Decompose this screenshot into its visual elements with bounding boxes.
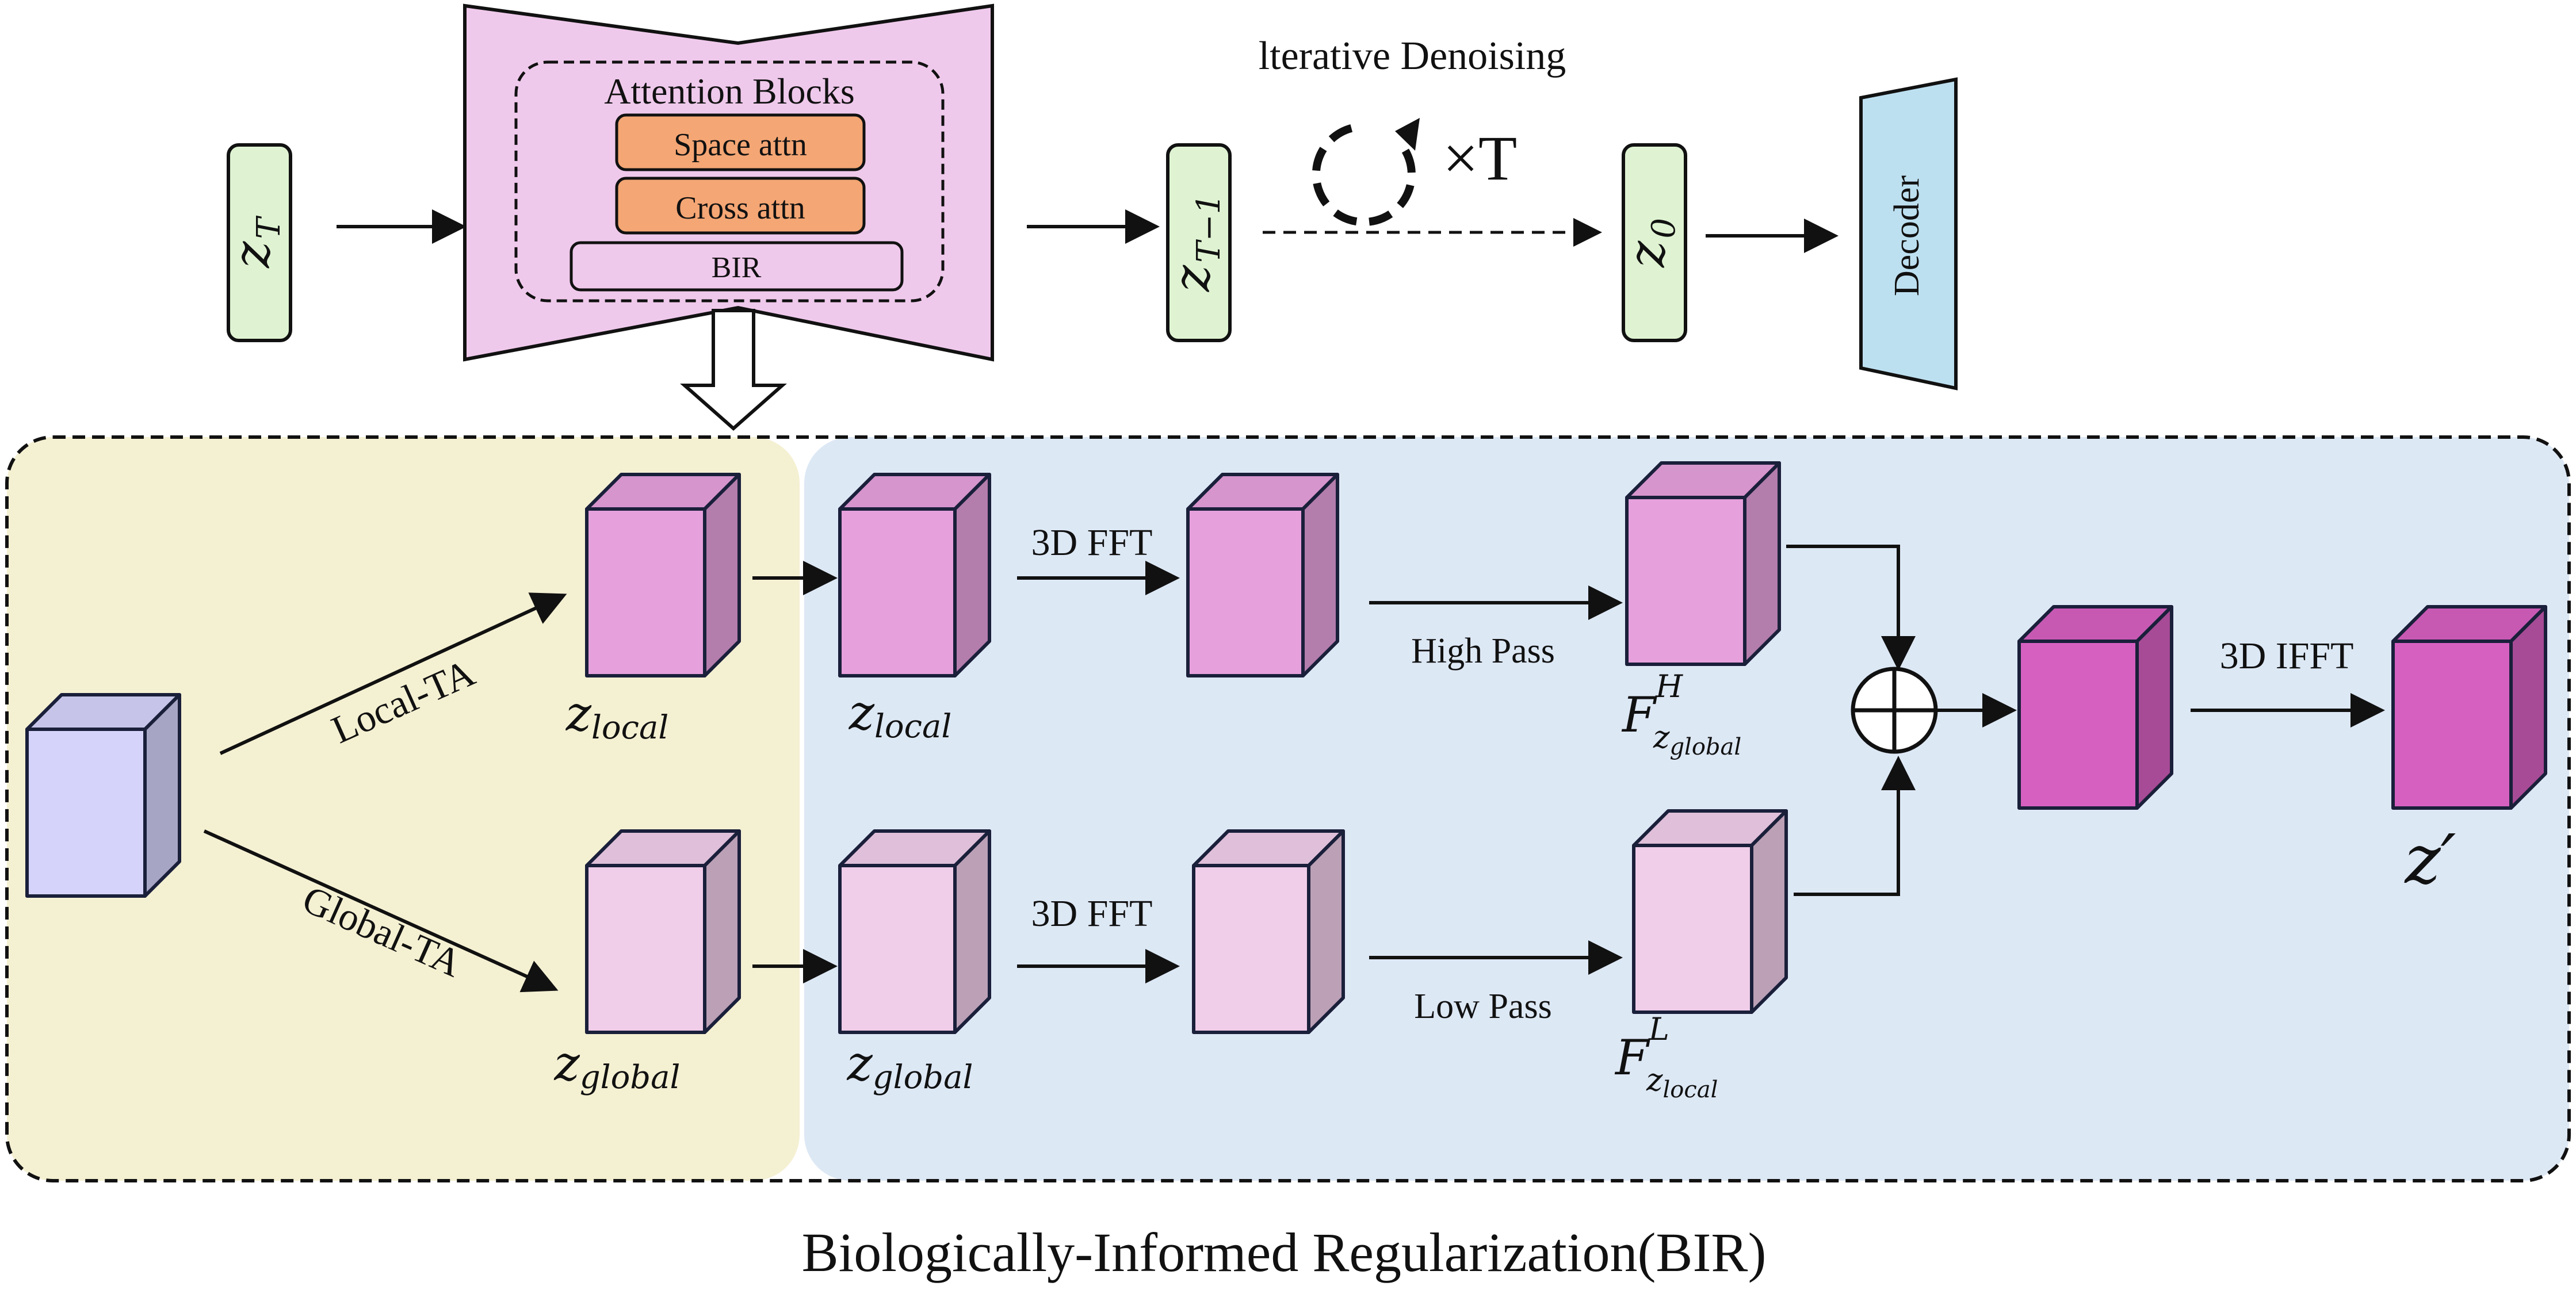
cube-sum-front-face bbox=[2017, 640, 2139, 810]
cube-fft-low-front-face bbox=[1192, 864, 1310, 1034]
cube-f-low-local-front-face bbox=[1632, 844, 1753, 1014]
cube-z-global-a-front-face bbox=[585, 864, 706, 1034]
cube-fft-low-side-face bbox=[1307, 829, 1345, 1034]
low-pass-label: Low Pass bbox=[1414, 987, 1551, 1026]
ifft-label: 3D IFFT bbox=[2220, 635, 2354, 677]
svg-text:L: L bbox=[1648, 1011, 1669, 1047]
loop-icon bbox=[1312, 118, 1420, 227]
bir-box bbox=[570, 241, 904, 292]
hollow-down-arrow bbox=[680, 309, 787, 431]
cube-z-global-a-side-face bbox=[703, 829, 741, 1034]
cube-fft-high-front-face bbox=[1186, 507, 1305, 677]
cube-z-global-b-front-face bbox=[838, 864, 957, 1034]
cube-sum bbox=[2017, 605, 2173, 810]
z0-subscript: 0 bbox=[1645, 218, 1683, 239]
arrow-local-ta bbox=[219, 592, 567, 755]
arrow-fl-to-sum bbox=[1794, 756, 1916, 896]
sum-icon bbox=[1851, 667, 1938, 754]
cube-z-local-a-front-face bbox=[585, 507, 706, 677]
cube-f-high-global-front-face bbox=[1625, 496, 1746, 666]
high-pass-label: High Pass bbox=[1411, 631, 1555, 671]
attention-blocks-title: Attention Blocks bbox=[604, 71, 855, 112]
figure-caption: Biologically-Informed Regularization(BIR… bbox=[802, 1222, 1767, 1283]
fft-bottom-label: 3D FFT bbox=[1031, 893, 1153, 935]
cube-f-high-global-side-face bbox=[1743, 461, 1781, 666]
arrow-fh-to-sum bbox=[1786, 545, 1916, 671]
cube-z-global-a bbox=[585, 829, 741, 1034]
cube-output-side-face bbox=[2509, 605, 2547, 810]
input-cube-front-face bbox=[25, 728, 147, 898]
cube-output-front-face bbox=[2391, 640, 2513, 810]
zT1-subscript: T−1 bbox=[1190, 194, 1228, 263]
decoder-label: Decoder bbox=[1887, 175, 1927, 296]
latent-z0: z0 bbox=[1617, 143, 1687, 342]
cube-f-low-local bbox=[1632, 809, 1788, 1014]
attention-blocks-container bbox=[514, 60, 945, 303]
arrow-global-ta bbox=[203, 829, 559, 993]
cube-output bbox=[2391, 605, 2547, 810]
input-cube bbox=[25, 693, 181, 898]
svg-text:z0: z0 bbox=[1617, 218, 1683, 268]
unet-block: Attention Blocks Space attn Cross attn B… bbox=[463, 3, 994, 362]
latent-zT-1: zT−1 bbox=[1162, 143, 1232, 342]
cross-attn-label: Cross attn bbox=[675, 190, 805, 226]
output-z-prime-label: z′ bbox=[2404, 820, 2456, 899]
fft-top-label: 3D FFT bbox=[1031, 522, 1153, 564]
cube-z-local-a-side-face bbox=[703, 473, 741, 677]
bir-box-label: BIR bbox=[712, 251, 762, 284]
decoder-block: Decoder bbox=[1859, 77, 1958, 391]
cube-z-local-b-front-face bbox=[838, 507, 957, 677]
latent-zT: zT bbox=[222, 143, 292, 342]
input-cube-side-face bbox=[143, 693, 181, 898]
z-local-label-1: zlocal bbox=[565, 686, 669, 747]
cube-z-local-a bbox=[585, 473, 741, 677]
cube-fft-high bbox=[1186, 473, 1339, 677]
cube-z-global-b bbox=[838, 829, 991, 1034]
cross-attn-box bbox=[615, 177, 866, 235]
cube-f-low-local-side-face bbox=[1750, 809, 1788, 1014]
bir-dashed-border bbox=[5, 435, 2571, 1182]
cube-z-local-b bbox=[838, 473, 991, 677]
space-attn-box bbox=[615, 113, 866, 171]
cube-sum-side-face bbox=[2135, 605, 2173, 810]
svg-text:H: H bbox=[1655, 668, 1683, 705]
cube-fft-high-side-face bbox=[1301, 473, 1339, 677]
cube-z-local-b-side-face bbox=[953, 473, 991, 677]
cube-z-global-b-side-face bbox=[953, 829, 991, 1034]
cube-f-high-global bbox=[1625, 461, 1781, 666]
iterative-denoising-label: lterative Denoising bbox=[1259, 34, 1566, 78]
svg-text:F: F bbox=[1621, 687, 1657, 743]
svg-text:F: F bbox=[1614, 1029, 1650, 1086]
times-T-label: ×T bbox=[1443, 123, 1517, 193]
cube-fft-low bbox=[1192, 829, 1345, 1034]
space-attn-label: Space attn bbox=[674, 127, 807, 163]
zT-subscript: T bbox=[250, 215, 288, 239]
